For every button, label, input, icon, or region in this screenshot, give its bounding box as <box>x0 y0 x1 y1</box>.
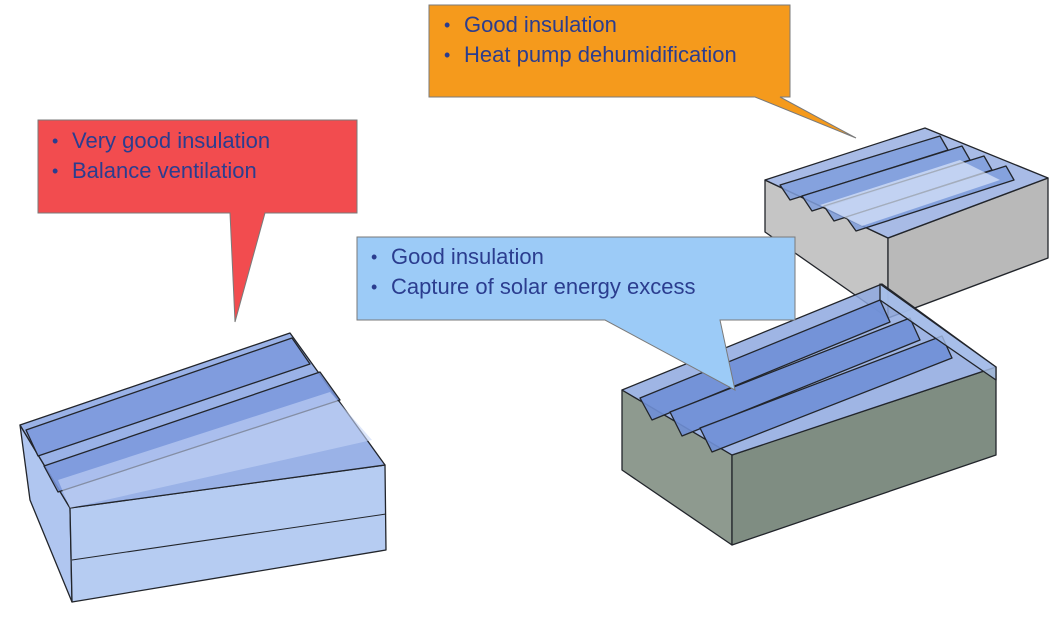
building-bottom-right-gable <box>879 283 997 381</box>
building-left <box>19 332 387 603</box>
red-callout-item: Very good insulation <box>46 126 270 156</box>
red-callout-list: Very good insulation Balance ventilation <box>46 126 270 186</box>
blue-callout-item: Good insulation <box>365 242 696 272</box>
building-top-right-skylight <box>820 160 1000 226</box>
orange-callout-item: Good insulation <box>438 10 737 40</box>
building-bottom-right-sawtooth-ridges <box>639 299 953 453</box>
building-left-skylight <box>58 392 372 508</box>
orange-callout-item: Heat pump dehumidification <box>438 40 737 70</box>
blue-callout-list: Good insulation Capture of solar energy … <box>365 242 696 302</box>
building-top-right <box>764 127 1049 319</box>
red-callout-item: Balance ventilation <box>46 156 270 186</box>
orange-callout-list: Good insulation Heat pump dehumidificati… <box>438 10 737 70</box>
blue-callout-item: Capture of solar energy excess <box>365 272 696 302</box>
building-bottom-right <box>621 283 997 546</box>
building-left-inner-line <box>71 513 387 561</box>
